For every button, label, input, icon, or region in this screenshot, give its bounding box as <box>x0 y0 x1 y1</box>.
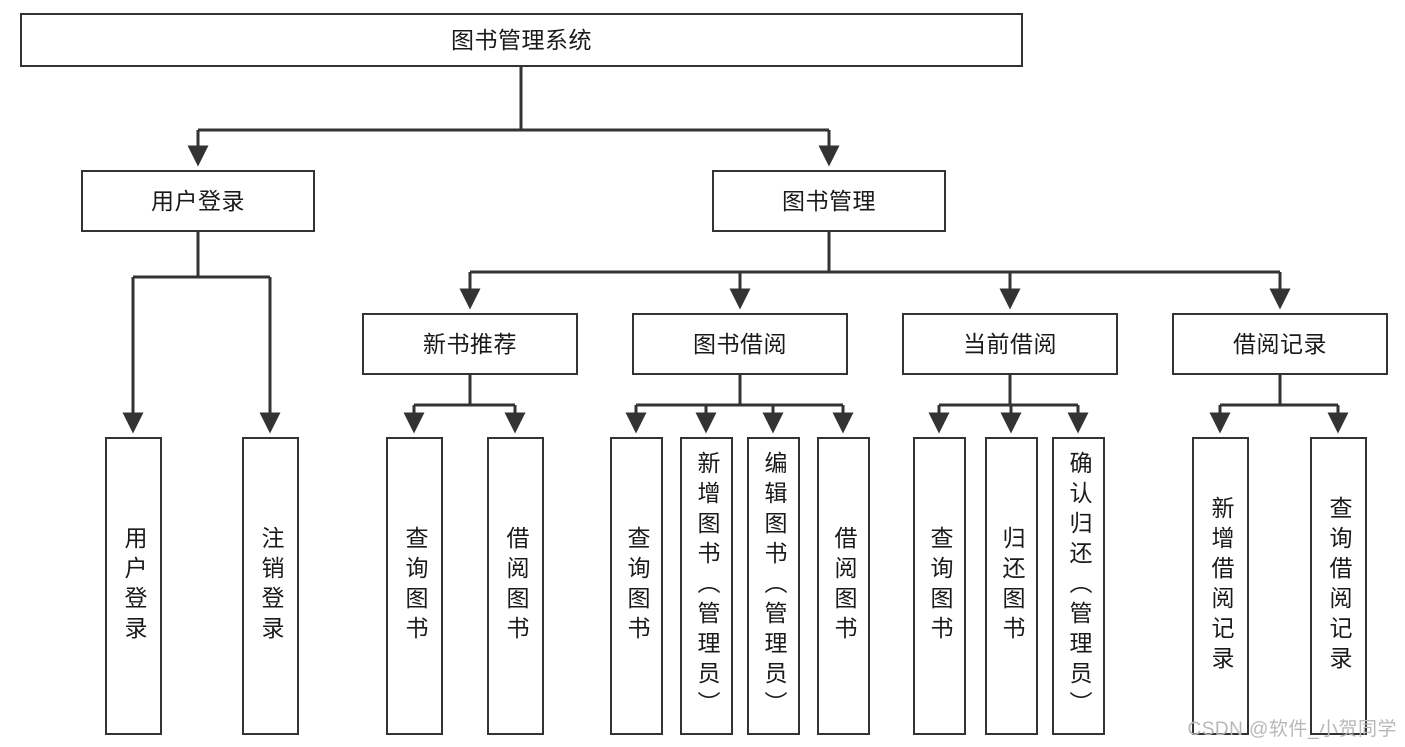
node-leaf-borrow-book[interactable]: 借阅图书 <box>817 437 870 735</box>
watermark-text: CSDN @软件_小贺同学 <box>1187 719 1397 740</box>
node-book-borrow[interactable]: 图书借阅 <box>632 313 848 375</box>
node-leaf-user-login-label: 用户登录 <box>121 526 147 646</box>
node-leaf-edit-book-admin[interactable]: 编辑图书（管理员） <box>747 437 800 735</box>
node-root-label: 图书管理系统 <box>451 26 592 53</box>
node-leaf-add-borrow-record[interactable]: 新增借阅记录 <box>1192 437 1249 735</box>
node-leaf-query-borrow-record[interactable]: 查询借阅记录 <box>1310 437 1367 735</box>
node-leaf-confirm-return-admin[interactable]: 确认归还（管理员） <box>1052 437 1105 735</box>
node-borrow-records[interactable]: 借阅记录 <box>1172 313 1388 375</box>
node-leaf-user-login[interactable]: 用户登录 <box>105 437 162 735</box>
node-borrow-records-label: 借阅记录 <box>1233 330 1327 357</box>
node-new-book-recommend[interactable]: 新书推荐 <box>362 313 578 375</box>
node-leaf-return-book[interactable]: 归还图书 <box>985 437 1038 735</box>
node-leaf-add-book-admin[interactable]: 新增图书（管理员） <box>680 437 733 735</box>
node-leaf-user-logout[interactable]: 注销登录 <box>242 437 299 735</box>
node-leaf-borrow-book-rec[interactable]: 借阅图书 <box>487 437 544 735</box>
node-current-borrow[interactable]: 当前借阅 <box>902 313 1118 375</box>
node-current-borrow-label: 当前借阅 <box>963 330 1057 357</box>
node-leaf-query-book-current[interactable]: 查询图书 <box>913 437 966 735</box>
node-leaf-query-book-borrow[interactable]: 查询图书 <box>610 437 663 735</box>
node-leaf-query-book-borrow-label: 查询图书 <box>624 526 650 646</box>
node-new-book-recommend-label: 新书推荐 <box>423 330 517 357</box>
node-root[interactable]: 图书管理系统 <box>20 13 1023 67</box>
node-leaf-add-book-admin-label: 新增图书（管理员） <box>694 451 720 721</box>
node-book-management[interactable]: 图书管理 <box>712 170 946 232</box>
node-leaf-confirm-return-admin-label: 确认归还（管理员） <box>1066 451 1092 721</box>
node-user-login[interactable]: 用户登录 <box>81 170 315 232</box>
node-leaf-return-book-label: 归还图书 <box>999 526 1025 646</box>
node-book-borrow-label: 图书借阅 <box>693 330 787 357</box>
node-leaf-add-borrow-record-label: 新增借阅记录 <box>1208 496 1234 676</box>
node-leaf-edit-book-admin-label: 编辑图书（管理员） <box>761 451 787 721</box>
node-leaf-user-logout-label: 注销登录 <box>258 526 284 646</box>
node-book-management-label: 图书管理 <box>782 187 876 214</box>
node-leaf-query-borrow-record-label: 查询借阅记录 <box>1326 496 1352 676</box>
node-user-login-label: 用户登录 <box>151 187 245 214</box>
node-leaf-query-book-current-label: 查询图书 <box>927 526 953 646</box>
node-leaf-borrow-book-rec-label: 借阅图书 <box>503 526 529 646</box>
node-leaf-query-book-rec-label: 查询图书 <box>402 526 428 646</box>
node-leaf-query-book-rec[interactable]: 查询图书 <box>386 437 443 735</box>
node-leaf-borrow-book-label: 借阅图书 <box>831 526 857 646</box>
